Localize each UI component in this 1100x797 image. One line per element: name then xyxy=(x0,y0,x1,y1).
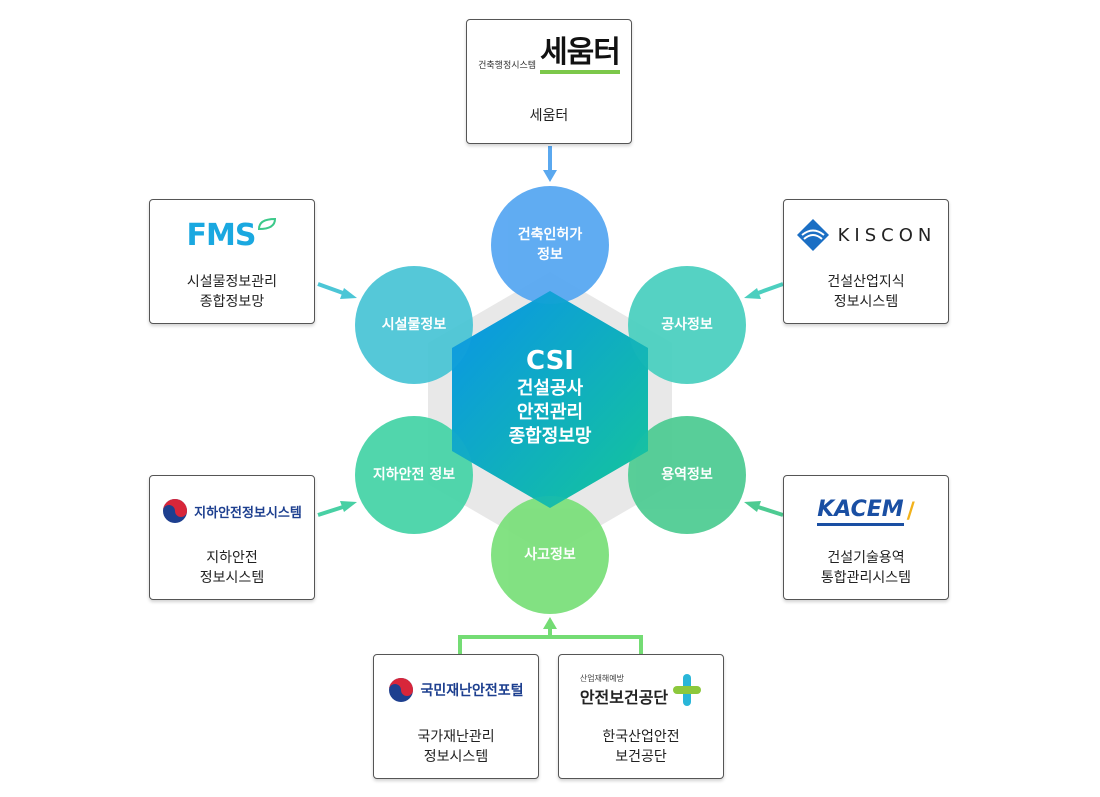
center-title: CSI 건설공사 안전관리 종합정보망 xyxy=(480,345,620,449)
taegeuk-icon xyxy=(163,499,188,523)
hub-facility: 시설물정보 xyxy=(355,266,473,384)
jis-logo-text: 지하안전정보시스템 xyxy=(194,505,302,521)
taegeuk-icon xyxy=(389,678,414,702)
kosha-label: 한국산업안전 보건공단 xyxy=(602,729,680,765)
kacem-logo: KACEM / xyxy=(784,476,948,546)
seumteo-logo: 건축행정시스템 세움터 xyxy=(467,20,631,90)
kacem-mark-icon: / xyxy=(906,498,915,524)
seumteo-logo-text: 세움터 xyxy=(540,36,621,74)
jis-label: 지하안전 정보시스템 xyxy=(199,550,265,586)
hub-permit: 건축인허가 정보 xyxy=(491,186,609,304)
system-safekorea[interactable]: 국민재난안전포털 국가재난관리 정보시스템 xyxy=(373,654,539,779)
arrow-kacem xyxy=(757,505,784,517)
jis-logo: 지하안전정보시스템 xyxy=(150,476,314,546)
kiscon-logo: KISCON xyxy=(784,200,948,270)
kiscon-logo-text: KISCON xyxy=(837,224,937,246)
fms-logo: FMS xyxy=(150,200,314,270)
fms-logo-text: FMS xyxy=(186,217,257,253)
kacem-logo-text: KACEM xyxy=(817,497,904,526)
kosha-logo: 산업재해예방 안전보건공단 xyxy=(559,655,723,725)
arrow-fms xyxy=(317,282,344,295)
kiscon-label: 건설산업지식 정보시스템 xyxy=(827,274,905,310)
hub-service: 용역정보 xyxy=(628,416,746,534)
system-kiscon[interactable]: KISCON 건설산업지식 정보시스템 xyxy=(783,199,949,324)
system-kacem[interactable]: KACEM / 건설기술용역 통합관리시스템 xyxy=(783,475,949,600)
center-acronym: CSI xyxy=(526,346,574,376)
kosha-logo-text: 안전보건공단 xyxy=(579,687,669,707)
system-seumteo[interactable]: 건축행정시스템 세움터 세움터 xyxy=(466,19,632,144)
safekorea-label: 국가재난관리 정보시스템 xyxy=(417,729,495,765)
hub-accident: 사고정보 xyxy=(491,496,609,614)
safekorea-logo-text: 국민재난안전포털 xyxy=(420,683,524,699)
system-jis[interactable]: 지하안전정보시스템 지하안전 정보시스템 xyxy=(149,475,315,600)
safekorea-logo: 국민재난안전포털 xyxy=(374,655,538,725)
arrow-jis xyxy=(317,505,344,517)
kosha-logo-sub: 산업재해예방 xyxy=(579,673,624,683)
system-kosha[interactable]: 산업재해예방 안전보건공단 한국산업안전 보건공단 xyxy=(558,654,724,779)
kosha-cross-icon xyxy=(673,674,702,706)
seumteo-logo-sub: 건축행정시스템 xyxy=(478,60,537,71)
hub-underground: 지하안전 정보 xyxy=(355,416,473,534)
hub-construction: 공사정보 xyxy=(628,266,746,384)
system-fms[interactable]: FMS 시설물정보관리 종합정보망 xyxy=(149,199,315,324)
arrow-kiscon xyxy=(757,282,784,295)
center-subtitle: 건설공사 안전관리 종합정보망 xyxy=(508,378,592,447)
kacem-label: 건설기술용역 통합관리시스템 xyxy=(820,550,912,586)
leaf-icon xyxy=(258,217,277,231)
seumteo-label: 세움터 xyxy=(529,108,569,124)
fms-label: 시설물정보관리 종합정보망 xyxy=(186,274,278,310)
kiscon-diamond-icon xyxy=(796,219,829,251)
arrow-bracket xyxy=(458,635,643,654)
